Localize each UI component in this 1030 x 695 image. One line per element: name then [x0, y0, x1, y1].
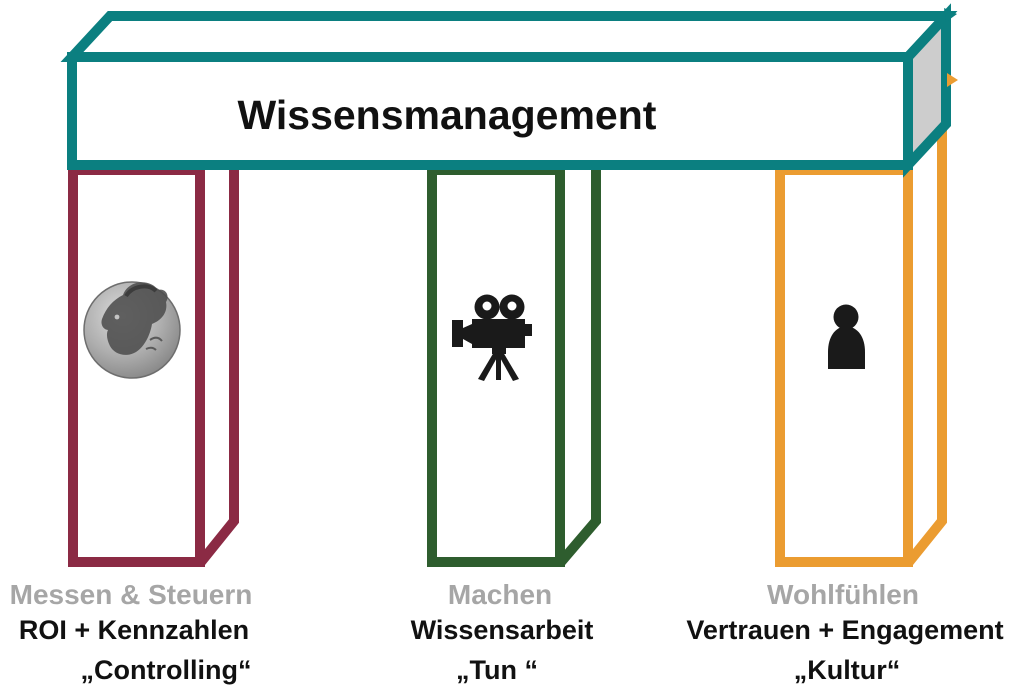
person-body: [828, 326, 865, 369]
pillar-machen-line2: „Tun “: [456, 655, 538, 685]
diagram-title: Wissensmanagement: [238, 92, 657, 138]
pillar-machen-heading: Machen: [448, 579, 552, 610]
pillar-wohlfuehlen-side-edge: [905, 95, 947, 566]
pillar-messen-line2: „Controlling“: [81, 655, 252, 685]
coin-eye-detail: [114, 314, 120, 320]
pillar-wohlfuehlen-line2: „Kultur“: [794, 655, 900, 685]
movie-camera-icon: [452, 294, 532, 381]
coin-inscription-detail: [145, 336, 163, 351]
camera-lens: [452, 320, 472, 347]
camera-tripod-hub: [492, 348, 506, 354]
person-head: [833, 304, 859, 330]
camera-reel-left-hole: [482, 301, 492, 311]
coin-icon: [83, 281, 181, 379]
pillar-messen-steuern: [68, 165, 239, 567]
pillar-messen-line1: ROI + Kennzahlen: [19, 615, 249, 645]
beam-top-face: [60, 11, 958, 62]
pillar-wohlfuehlen-heading: Wohlfühlen: [767, 579, 919, 610]
beam-corner-arrow-nub: [944, 8, 957, 22]
coin-athena-profile: [101, 282, 168, 355]
person-icon: [828, 304, 865, 369]
pillar-machen-side-edge: [557, 168, 601, 566]
orange-arrow-nub: [947, 73, 958, 87]
beam-front-face: [67, 52, 913, 170]
pillar-messen-side-edge: [197, 168, 239, 566]
pillar-messen-front-face: [68, 165, 205, 567]
coin-helmet-crest: [124, 284, 158, 298]
pillar-messen-heading: Messen & Steuern: [10, 579, 253, 610]
pillar-machen-line1: Wissensarbeit: [411, 615, 594, 645]
camera-tripod-center-leg: [496, 352, 501, 380]
camera-tripod-right-leg: [498, 352, 519, 381]
wissensmanagement-beam: [60, 3, 958, 178]
pillar-wohlfuehlen-line1: Vertrauen + Engagement: [686, 615, 1003, 645]
pillar-machen: [427, 165, 601, 567]
camera-body: [472, 319, 525, 348]
camera-handle-knob: [525, 324, 532, 336]
camera-reel-right-hole: [507, 301, 517, 311]
camera-tripod-left-leg: [478, 352, 499, 381]
